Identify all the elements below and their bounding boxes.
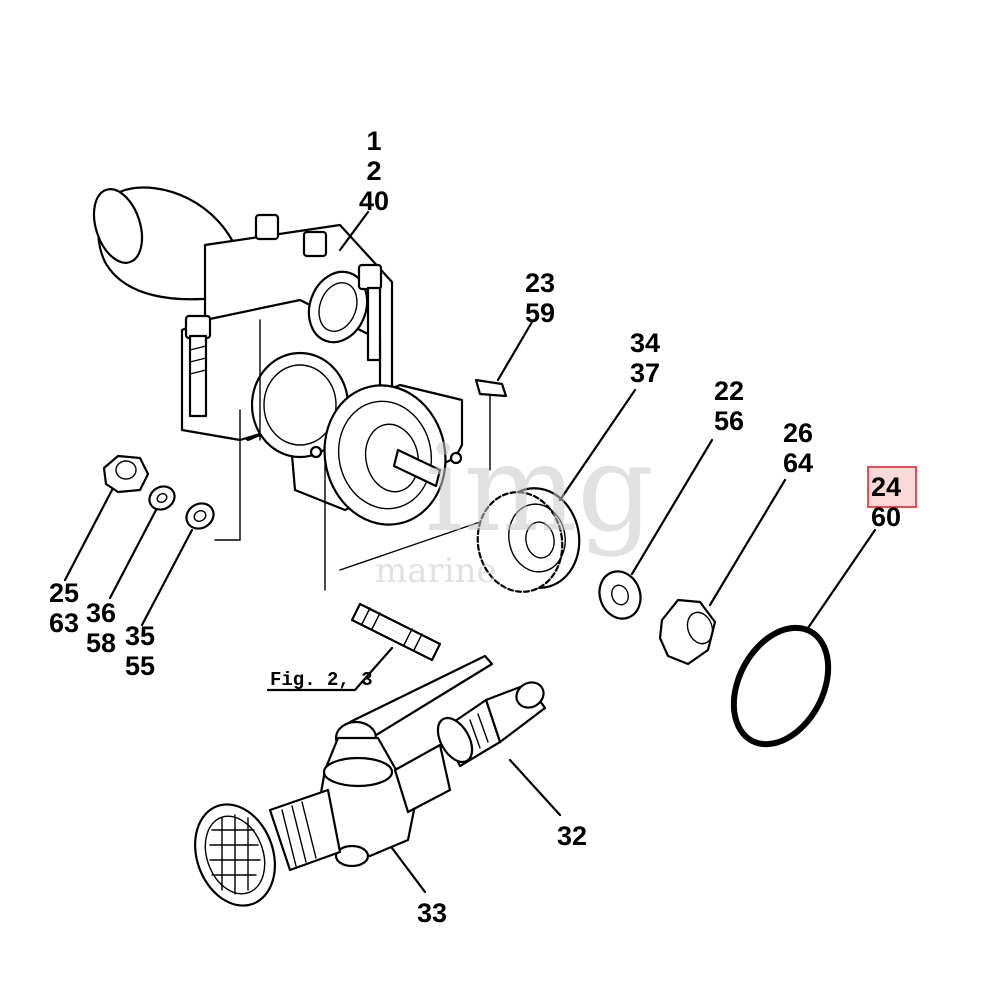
callout-part-32: 32 [557, 821, 587, 851]
drain-cock-strainer [194, 654, 494, 907]
callout-36-58: 36 58 [86, 598, 116, 658]
callout-part-22: 22 [714, 376, 744, 406]
watermark-main: img [425, 420, 654, 559]
o-ring [730, 624, 832, 748]
watermark: img marine [375, 420, 654, 591]
washer-22 [598, 570, 642, 620]
housing-bolt [254, 213, 383, 362]
callout-part-36: 36 [86, 598, 116, 628]
callout-part-33: 33 [417, 898, 447, 928]
callout-highlight-box [867, 466, 917, 508]
callout-23-59: 23 59 [525, 268, 555, 328]
figure-reference: Fig. 2, 3 [270, 669, 373, 691]
callout-part-1: 1 [366, 126, 381, 156]
housing-stud [184, 314, 212, 418]
callout-34-37: 34 37 [630, 328, 660, 388]
callout-part-34: 34 [630, 328, 660, 358]
callout-part-59: 59 [525, 298, 555, 328]
callout-1-2-40: 1 2 40 [359, 126, 389, 216]
hose-fitting [436, 681, 547, 768]
drive-gear [476, 487, 581, 593]
callout-part-2: 2 [366, 156, 381, 186]
callout-22-56: 22 56 [714, 376, 744, 436]
callout-part-23: 23 [525, 268, 555, 298]
callout-part-58: 58 [86, 628, 116, 658]
callout-26-64: 26 64 [783, 418, 813, 478]
nut-26 [658, 598, 717, 666]
callout-part-25: 25 [49, 578, 79, 608]
callout-part-55: 55 [125, 651, 155, 681]
spring-washer-36 [148, 485, 176, 511]
callout-35-55: 35 55 [125, 621, 155, 681]
watermark-sub: marine [375, 551, 497, 591]
callout-part-64: 64 [783, 448, 813, 478]
callout-part-24: 24 [871, 472, 901, 502]
callout-part-56: 56 [714, 406, 744, 436]
callout-24-60: 24 60 [867, 466, 917, 532]
nut-25 [102, 454, 150, 494]
callout-part-26: 26 [783, 418, 813, 448]
leader-lines [63, 210, 877, 894]
callout-part-37: 37 [630, 358, 660, 388]
pump-housing [92, 186, 491, 591]
callout-part-40: 40 [359, 186, 389, 216]
callout-part-35: 35 [125, 621, 155, 651]
callout-part-63: 63 [49, 608, 79, 638]
callout-part-60: 60 [871, 502, 901, 532]
callout-25-63: 25 63 [49, 578, 79, 638]
stud-bolt [350, 602, 442, 662]
woodruff-key [474, 378, 508, 398]
flat-washer-35 [185, 502, 215, 530]
